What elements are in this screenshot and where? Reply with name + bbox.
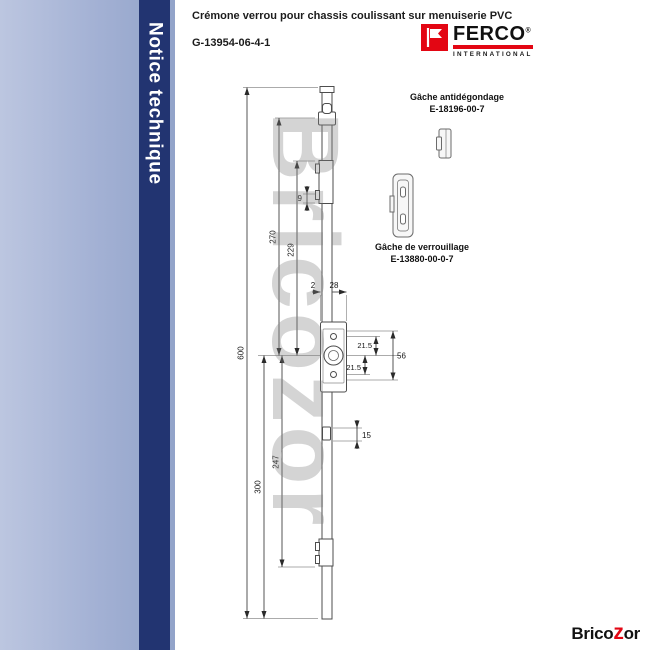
dim-9: 9 (298, 194, 303, 203)
page-title: Crémone verrou pour chassis coulissant s… (192, 10, 513, 22)
dim-229: 229 (287, 243, 296, 257)
dim-247: 247 (272, 455, 281, 469)
dim-600: 600 (237, 346, 246, 360)
ferco-subtitle: INTERNATIONAL (453, 51, 533, 58)
ferco-underline (453, 45, 533, 49)
bricozor-logo: Bricozor (571, 621, 640, 645)
top-end-cap (319, 86, 335, 93)
dim-300: 300 (254, 480, 263, 494)
ferco-wordmark-block: FERCO® INTERNATIONAL (453, 24, 533, 58)
antidegondage-ref: E-18196-00-7 (429, 103, 485, 114)
dim-15: 15 (362, 431, 371, 440)
part-label-verrouillage: Gâche de verrouillage E-13880-00-0-7 (364, 242, 480, 265)
top-locking-cam (318, 103, 336, 126)
antidegondage-name: Gâche antidégondage (409, 92, 505, 102)
screw-bottom (330, 371, 337, 378)
bottom-locking-cam (315, 538, 334, 567)
dim-56: 56 (397, 352, 406, 361)
dim-270: 270 (269, 230, 278, 244)
product-reference: G-13954-06-4-1 (192, 37, 271, 49)
dimension-lines (244, 87, 396, 619)
cylinder-hole (323, 345, 344, 366)
part-label-antidegondage: Gâche antidégondage E-18196-00-7 (396, 92, 518, 115)
sidebar: Notice technique (0, 0, 175, 650)
dim-28: 28 (330, 281, 339, 290)
verrouillage-name: Gâche de verrouillage (374, 242, 470, 252)
dim-21-5-bottom: 21.5 (346, 363, 361, 372)
sidebar-title: Notice technique (144, 22, 166, 185)
verrouillage-drawing (389, 173, 414, 238)
ferco-flag-icon (421, 24, 448, 51)
lower-pin (322, 426, 331, 441)
bricozor-text-1: Brico (571, 624, 614, 643)
ferco-logo: FERCO® INTERNATIONAL (421, 24, 533, 58)
bricozor-text-red: z (613, 621, 624, 644)
antidegondage-drawing (436, 128, 452, 159)
upper-keeper-element (315, 160, 334, 204)
ferco-wordmark: FERCO® (453, 24, 533, 44)
dim-2: 2 (311, 281, 316, 290)
bricozor-text-2: or (623, 624, 641, 643)
sidebar-accent-bar: Notice technique (139, 0, 170, 650)
verrouillage-ref: E-13880-00-0-7 (390, 253, 454, 264)
cremone-assembly (315, 86, 347, 620)
dim-21-5-top: 21.5 (357, 341, 372, 350)
gearbox (320, 321, 347, 393)
ferco-name-text: FERCO (453, 23, 526, 45)
registered-mark: ® (525, 27, 532, 35)
dimension-labels: 600 270 229 300 247 9 2 28 21.5 21.5 56 … (237, 194, 407, 494)
screw-top (330, 333, 337, 340)
